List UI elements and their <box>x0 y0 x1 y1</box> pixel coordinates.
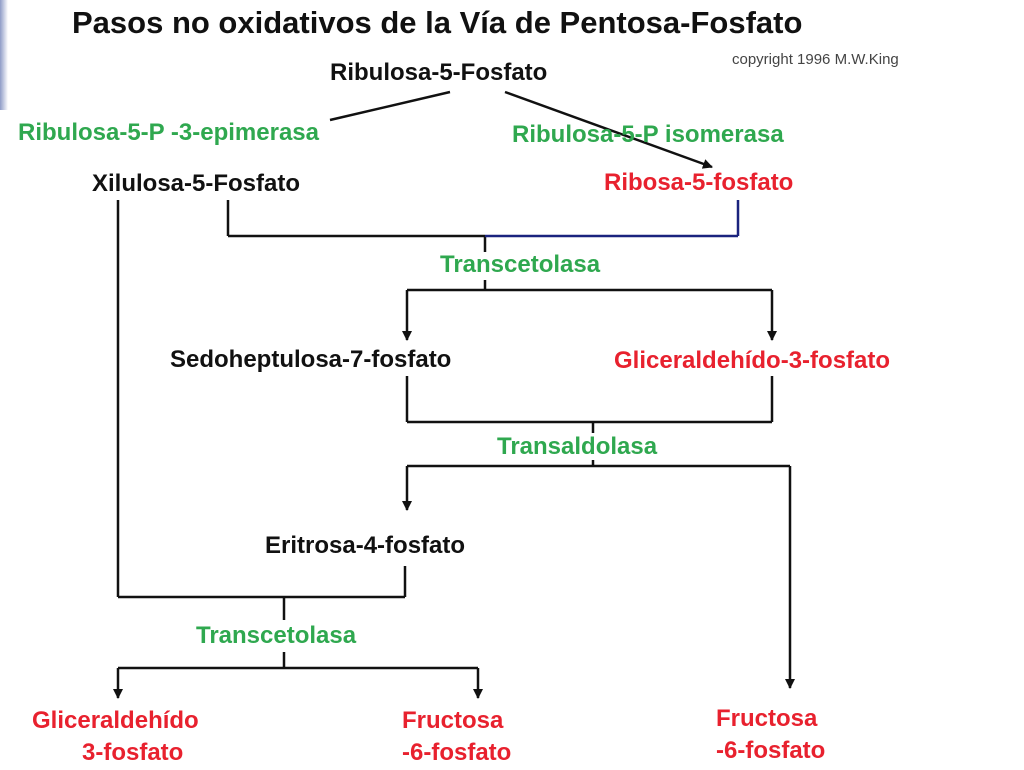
enzyme-transaldolase: Transaldolasa <box>497 433 658 460</box>
node-glyceraldehyde-bottom-line2: 3-fosfato <box>82 739 184 767</box>
connector-ribulose-to-ribose <box>504 90 713 169</box>
node-fructose-6-phosphate-right: Fructosa -6-fosfato <box>716 703 825 768</box>
node-fructose-right-line2: -6-fosfato <box>716 737 826 765</box>
node-glyceraldehyde-3-phosphate-bottom: Gliceraldehído 3-fosfato <box>32 705 199 770</box>
enzyme-isomerase: Ribulosa-5-P isomerasa <box>512 121 784 148</box>
node-fructose-6-phosphate-middle: Fructosa -6-fosfato <box>402 705 511 770</box>
node-fructose-middle-line1: Fructosa <box>402 707 504 734</box>
node-xylulose-5-phosphate: Xilulosa-5-Fosfato <box>92 170 301 197</box>
node-glyceraldehyde-3-phosphate-top: Gliceraldehído-3-fosfato <box>614 347 891 374</box>
node-erythrose-4-phosphate: Eritrosa-4-fosfato <box>265 532 466 559</box>
node-ribose-5-phosphate: Ribosa-5-fosfato <box>604 169 794 196</box>
enzyme-transketolase-2: Transcetolasa <box>196 622 357 649</box>
slide-edge-decoration <box>0 0 8 110</box>
copyright-note: copyright 1996 M.W.King <box>732 51 899 68</box>
node-fructose-right-line1: Fructosa <box>716 705 818 732</box>
connector-ribulose-to-xylulose <box>329 90 451 122</box>
node-ribulose-5-phosphate: Ribulosa-5-Fosfato <box>330 59 548 86</box>
node-fructose-middle-line2: -6-fosfato <box>402 739 512 767</box>
enzyme-transketolase-1: Transcetolasa <box>440 251 601 278</box>
node-sedoheptulose-7-phosphate: Sedoheptulosa-7-fosfato <box>170 346 452 373</box>
enzyme-epimerase: Ribulosa-5-P -3-epimerasa <box>18 119 319 146</box>
node-glyceraldehyde-bottom-line1: Gliceraldehído <box>32 707 199 734</box>
page-title: Pasos no oxidativos de la Vía de Pentosa… <box>72 5 803 40</box>
